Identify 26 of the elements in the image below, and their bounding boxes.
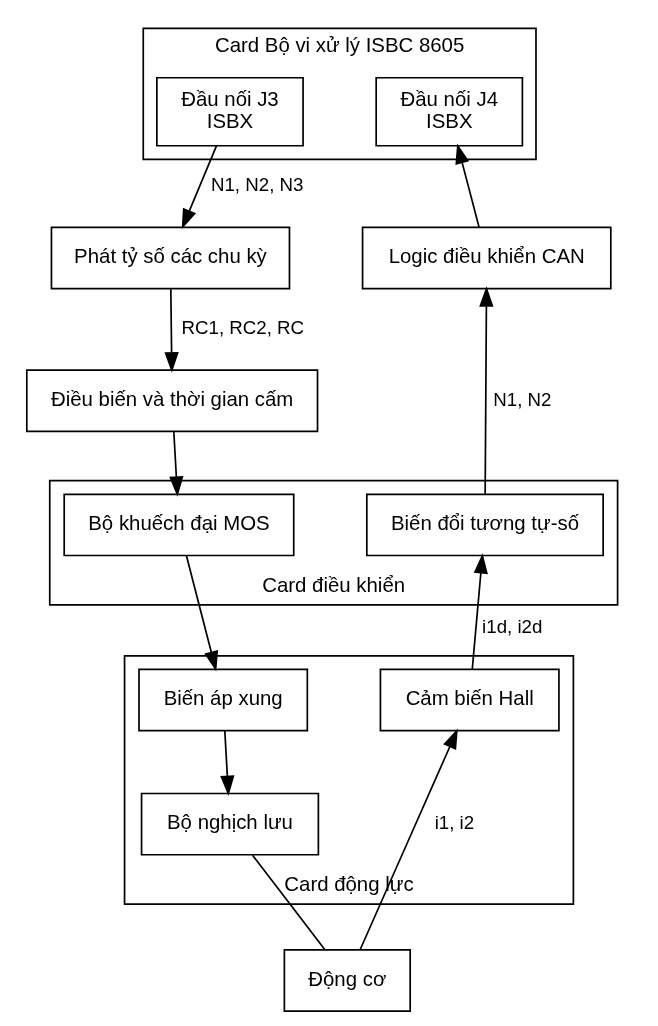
arrow xyxy=(471,553,488,670)
node-box: Đầu nối J3 ISBX xyxy=(156,76,304,147)
edge-label: N1, N2 xyxy=(493,388,552,410)
edge-label: RC1, RC2, RC xyxy=(181,317,305,339)
edge-label: N1, N2, N3 xyxy=(210,174,304,196)
node-box: Bộ khuếch đại MOS xyxy=(63,493,295,557)
arrow xyxy=(164,288,179,373)
node-box: Đầu nối J4 ISBX xyxy=(375,76,524,147)
arrow xyxy=(455,143,480,228)
node-box: Bộ nghịch lưu xyxy=(140,792,320,856)
arrow xyxy=(169,430,184,497)
arrow xyxy=(220,730,235,797)
connector xyxy=(251,854,326,951)
node-box: Biến đổi tương tự-số xyxy=(365,493,604,557)
node-box: Phát tỷ số các chu kỳ xyxy=(50,226,291,290)
arrow xyxy=(479,286,494,495)
arrow xyxy=(185,554,219,672)
arrow xyxy=(359,728,458,951)
node-box: Động cơ xyxy=(283,949,412,1012)
edge-label: i1d, i2d xyxy=(482,616,543,638)
node-box: Cảm biến Hall xyxy=(379,668,560,732)
node-box: Điều biến và thời gian cấm xyxy=(25,369,319,433)
arrow xyxy=(181,145,218,230)
edge-label: i1, i2 xyxy=(434,811,475,833)
node-box: Logic điều khiển CAN xyxy=(361,226,612,290)
node-box: Biến áp xung xyxy=(138,668,309,732)
